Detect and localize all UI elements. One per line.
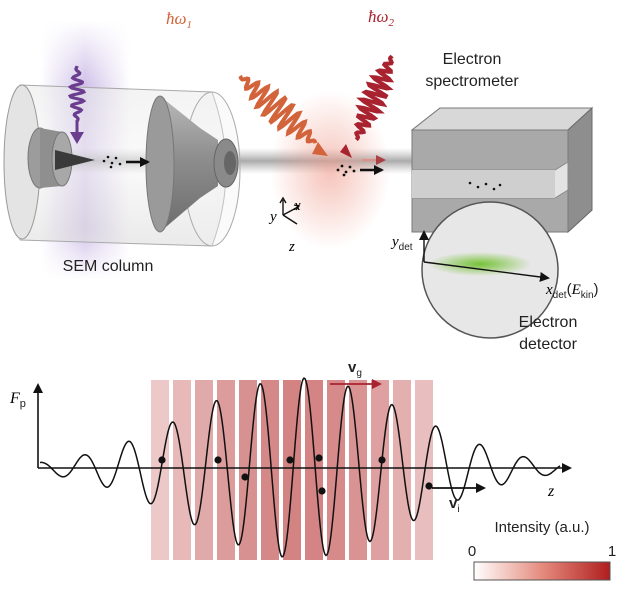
photon2-label: ħω2 bbox=[368, 7, 395, 29]
spectrometer-label-2: spectrometer bbox=[425, 73, 519, 90]
detector-label-2: detector bbox=[519, 336, 577, 353]
electron-detector bbox=[419, 201, 559, 339]
intensity-band bbox=[415, 380, 433, 560]
ydet-label: ydet bbox=[390, 234, 413, 253]
intensity-min-label: 0 bbox=[468, 543, 476, 560]
electron bbox=[286, 456, 294, 464]
fp-axis-label: Fp bbox=[9, 390, 26, 410]
intensity-title: Intensity (a.u.) bbox=[494, 519, 589, 536]
intensity-band bbox=[195, 380, 213, 560]
electron bbox=[241, 473, 249, 481]
intensity-band bbox=[349, 380, 367, 560]
intensity-band bbox=[151, 380, 169, 560]
intensity-band bbox=[173, 380, 191, 560]
emitter-tip bbox=[55, 150, 95, 170]
axis-x-label: x bbox=[293, 198, 301, 214]
z-axis-label: z bbox=[547, 483, 555, 500]
photon1-label: ħω1 bbox=[166, 9, 192, 31]
detector-spot bbox=[428, 252, 532, 276]
intensity-band bbox=[217, 380, 235, 560]
electron-bunch-sem bbox=[102, 155, 122, 169]
electron bbox=[378, 456, 386, 464]
spectrometer-label-1: Electron bbox=[443, 51, 502, 68]
axis-y-label: y bbox=[268, 209, 277, 225]
vg-label: vg bbox=[348, 359, 362, 379]
electron bbox=[318, 487, 326, 495]
sem-column-label: SEM column bbox=[63, 258, 154, 275]
electron bbox=[315, 454, 323, 462]
electrons-row bbox=[158, 454, 433, 495]
intensity-gradient bbox=[473, 561, 611, 581]
vi-label: vi bbox=[449, 495, 460, 515]
photon-pulse-1 bbox=[238, 74, 328, 156]
uv-pulse bbox=[67, 65, 87, 144]
top-scene: ħω1 ħω2 Electron spectrometer SEM column… bbox=[3, 7, 599, 353]
ponderomotive-plot: vg vi Fp z bbox=[9, 359, 572, 560]
force-wave bbox=[39, 377, 561, 558]
electron-bunch-interaction bbox=[336, 164, 356, 177]
coordinate-axes bbox=[279, 196, 301, 225]
electron bbox=[425, 482, 433, 490]
electron bbox=[214, 456, 222, 464]
intensity-max-label: 1 bbox=[608, 543, 616, 560]
sem-column bbox=[3, 84, 241, 247]
intensity-band bbox=[393, 380, 411, 560]
axis-z-label: z bbox=[288, 239, 295, 255]
xdet-label: xdet(Ekin) bbox=[545, 281, 599, 301]
detector-label-1: Electron bbox=[519, 314, 578, 331]
electron bbox=[158, 456, 166, 464]
intensity-colorbar: Intensity (a.u.) 0 1 bbox=[468, 519, 616, 581]
photon-pulse-2 bbox=[340, 54, 395, 158]
